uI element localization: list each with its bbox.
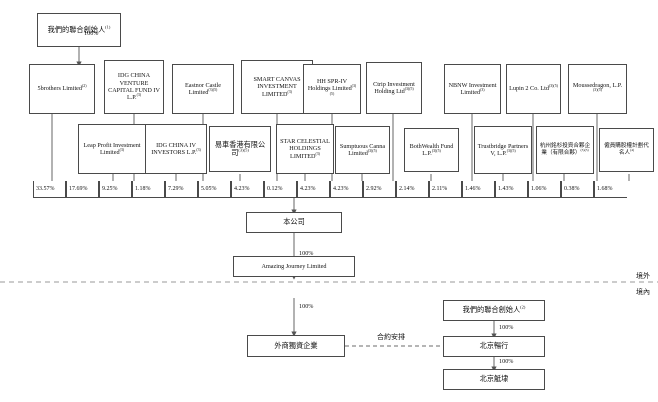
pct-cell-16: 0.38% [561, 181, 594, 198]
pct-cell-10: 2.92% [363, 181, 396, 198]
box-tier1-8[interactable]: Moussedragon, L.P.(3)(5) [568, 64, 627, 114]
box-tier1-2[interactable]: Eastnor Castle Limited(3)(5) [172, 64, 234, 114]
pct-company: 100% [299, 250, 314, 257]
pct-wfoe: 100% [299, 303, 314, 310]
pct-founders-top: 100% [84, 30, 99, 37]
box-tier1-1[interactable]: IDG CHINA VENTURE CAPITAL FUND IV L.P.(3… [104, 60, 164, 114]
box-founders-top[interactable]: 我們的聯合創始人(1) [37, 13, 121, 47]
pct-cell-14: 1.43% [495, 181, 528, 198]
box-tier1-1-label: IDG CHINA VENTURE CAPITAL FUND IV L.P.(3… [108, 72, 160, 102]
box-amazing-journey[interactable]: Amazing Journey Limited [233, 256, 355, 277]
box-tier1-5-label: Ctrip Investment Holding Ltd(3)(5) [373, 80, 415, 95]
label-onshore: 境內 [636, 288, 650, 296]
box-tier2-8[interactable]: 僱員購股權計劃代名人(4) [599, 128, 654, 172]
box-tier2-1-label: IDG CHINA IV INVESTORS L.P.(3) [151, 141, 201, 156]
box-tier1-8-label: Moussedragon, L.P.(3)(5) [572, 81, 623, 92]
box-tier1-7[interactable]: Lupin 2 Co. Ltd(3)(5) [506, 64, 561, 114]
box-tier2-6[interactable]: Trustbridge Partners V, L.P.(3)(5) [474, 126, 532, 174]
box-tier2-8-label: 僱員購股權計劃代名人(4) [604, 143, 649, 156]
box-tier2-0[interactable]: Leap Profit Investment Limited(3) [78, 124, 146, 174]
label-offshore: 境外 [636, 272, 650, 280]
box-tier2-3-label: STAR CELESTIAL HOLDINGS LIMITED(3) [280, 138, 330, 160]
box-tier1-0-label: 5brothers Limited(2) [37, 84, 87, 93]
box-tier1-6-label: NBNW Investment Limited(3) [448, 81, 497, 96]
box-tier2-2-label: 易車香港有限公司(3)(5) [214, 140, 266, 157]
pct-beijing-changxing: 100% [499, 358, 514, 365]
box-tier2-5[interactable]: BothWealth Fund L.P.(3)(5) [404, 128, 459, 172]
box-company[interactable]: 本公司 [246, 212, 342, 233]
label-contractual-arrangement: 合約安排 [377, 333, 405, 341]
box-tier2-1[interactable]: IDG CHINA IV INVESTORS L.P.(3) [145, 124, 207, 174]
box-tier2-4-label: Sumptuous Canna Limited(3)(5) [339, 142, 386, 157]
pct-cell-12: 2.11% [429, 181, 462, 198]
box-tier2-2[interactable]: 易車香港有限公司(3)(5) [209, 126, 271, 172]
box-founders-right[interactable]: 我們的聯合創始人(2) [443, 300, 545, 321]
pct-cell-4: 7.29% [165, 181, 198, 198]
pct-founders-right: 100% [499, 324, 514, 331]
box-wfoe[interactable]: 外商獨資企業 [247, 335, 345, 357]
box-tier2-6-label: Trustbridge Partners V, L.P.(3)(5) [477, 142, 529, 157]
box-tier1-2-label: Eastnor Castle Limited(3)(5) [185, 81, 221, 96]
box-tier1-3-label: SMART CANVAS INVESTMENT LIMITED(3) [253, 76, 301, 98]
box-tier2-3[interactable]: STAR CELESTIAL HOLDINGS LIMITED(3) [276, 124, 334, 174]
pct-cell-6: 4.23% [231, 181, 264, 198]
box-tier1-6[interactable]: NBNW Investment Limited(3) [444, 64, 501, 114]
box-tier1-0[interactable]: 5brothers Limited(2) [29, 64, 95, 114]
pct-cell-3: 1.18% [132, 181, 165, 198]
pct-cell-0: 33.57% [33, 181, 66, 198]
pct-cell-17: 1.68% [594, 181, 627, 198]
pct-cell-15: 1.06% [528, 181, 561, 198]
box-beijing-changxing[interactable]: 北京暢行 [443, 336, 545, 357]
pct-cell-8: 4.23% [297, 181, 330, 198]
box-founders-top-label: 我們的聯合創始人(1) [47, 24, 111, 34]
box-tier1-3[interactable]: SMART CANVAS INVESTMENT LIMITED(3) [241, 60, 313, 114]
box-tier1-4[interactable]: HH SPR-IV Holdings Limited(3)(5) [303, 64, 361, 114]
box-tier2-4[interactable]: Sumptuous Canna Limited(3)(5) [335, 126, 390, 174]
box-tier2-7-label: 杭州銘杉投資合夥企業（有限合夥）(3)(5) [539, 143, 591, 156]
pct-cell-9: 4.23% [330, 181, 363, 198]
pct-cell-7: 0.12% [264, 181, 297, 198]
box-founders-right-label: 我們的聯合創始人(2) [462, 304, 526, 315]
box-tier2-0-label: Leap Profit Investment Limited(3) [83, 141, 141, 156]
pct-cell-1: 17.69% [66, 181, 99, 198]
box-tier1-4-label: HH SPR-IV Holdings Limited(3)(5) [307, 78, 357, 96]
pct-cell-13: 1.46% [462, 181, 495, 198]
box-tier2-7[interactable]: 杭州銘杉投資合夥企業（有限合夥）(3)(5) [536, 126, 594, 174]
box-tier2-5-label: BothWealth Fund L.P.(3)(5) [409, 142, 454, 157]
box-tier1-7-label: Lupin 2 Co. Ltd(3)(5) [509, 84, 558, 93]
box-tier1-5[interactable]: Ctrip Investment Holding Ltd(3)(5) [366, 62, 422, 114]
box-beijing-didu[interactable]: 北京觝埭 [443, 369, 545, 390]
pct-cell-11: 2.14% [396, 181, 429, 198]
pct-cell-5: 5.05% [198, 181, 231, 198]
pct-cell-2: 9.25% [99, 181, 132, 198]
